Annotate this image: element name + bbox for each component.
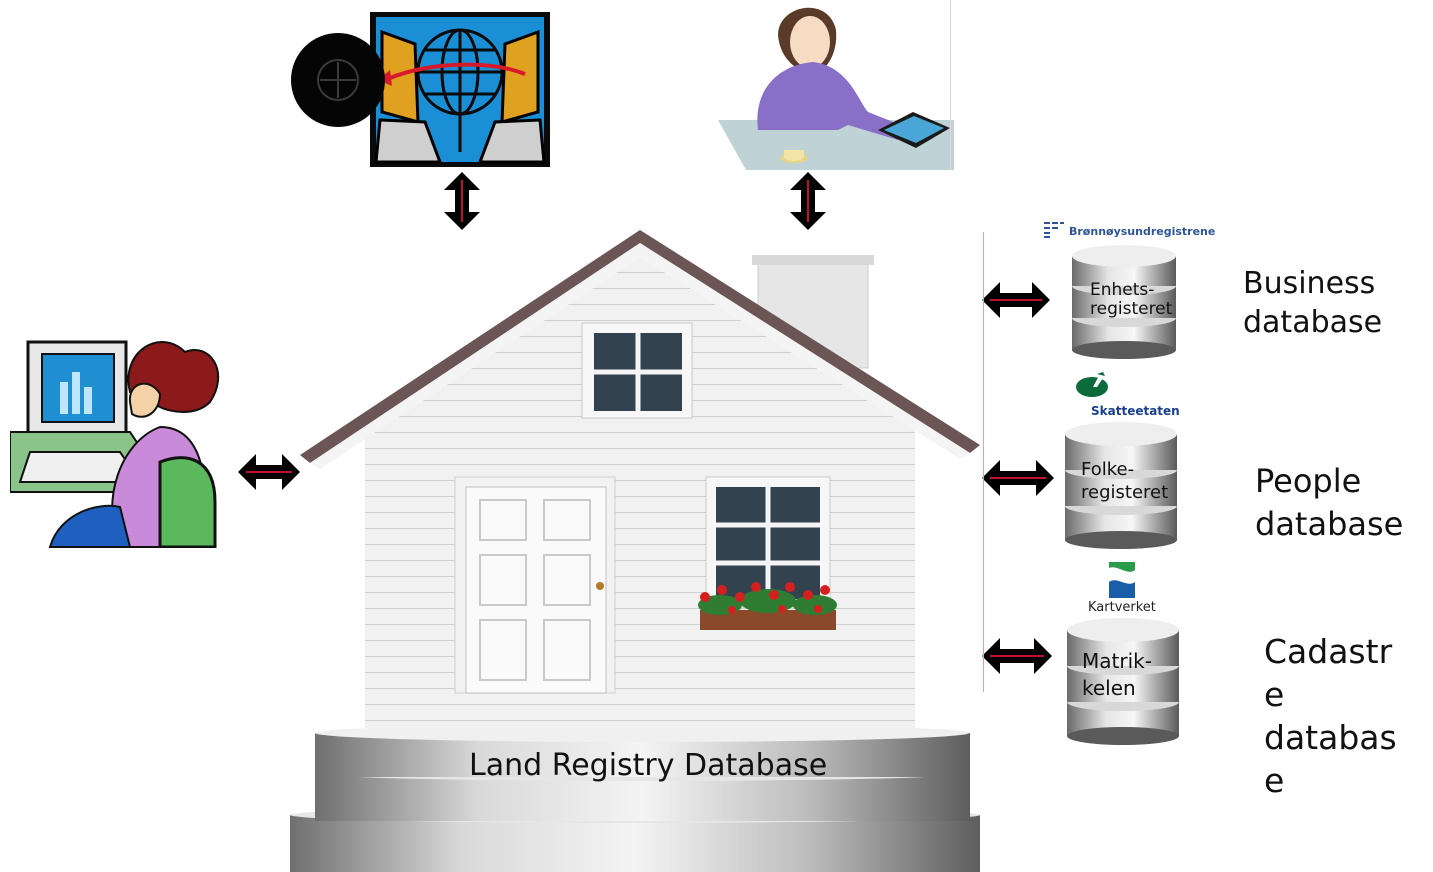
matrikkelen-label: Matrik- kelen [1082, 649, 1152, 700]
kartverket-logo-text: Kartverket [1088, 600, 1156, 615]
skatteetaten-logo-icon [1076, 372, 1108, 397]
land-registry-illustration [290, 230, 980, 872]
arrow-cadastre-horizontal [982, 638, 1052, 674]
woman-tablet-clipart [718, 7, 954, 170]
land-registry-label: Land Registry Database [469, 748, 828, 783]
database-cylinder-icon [1072, 245, 1176, 359]
bronnoysund-logo-text: Brønnøysundregistrene [1069, 225, 1216, 238]
bronnoysund-logo-icon [1044, 222, 1064, 238]
database-cylinder-icon [1065, 422, 1177, 549]
arrow-left-horizontal [238, 454, 300, 490]
arrow-top-left-vertical [444, 172, 480, 230]
computer-network-clipart [291, 12, 550, 167]
arrow-business-horizontal [982, 282, 1050, 318]
database-cylinder-icon [1067, 618, 1179, 745]
folkeregisteret-label: Folke- registeret [1081, 459, 1169, 503]
arrow-people-horizontal [982, 460, 1054, 496]
business-database-label: Business database [1243, 266, 1383, 340]
arrow-top-right-vertical [790, 172, 826, 230]
people-database-label: People database [1255, 462, 1404, 543]
separator-line [983, 232, 984, 692]
skatteetaten-logo-text: Skatteetaten [1091, 404, 1180, 418]
woman-computer-clipart [10, 340, 220, 548]
cadastre-database-label: Cadastr e databas e [1264, 632, 1397, 800]
separator-line-top [950, 0, 951, 170]
kartverket-logo-icon [1109, 562, 1135, 598]
enhetsregisteret-label: Enhets- registeret [1090, 280, 1173, 319]
